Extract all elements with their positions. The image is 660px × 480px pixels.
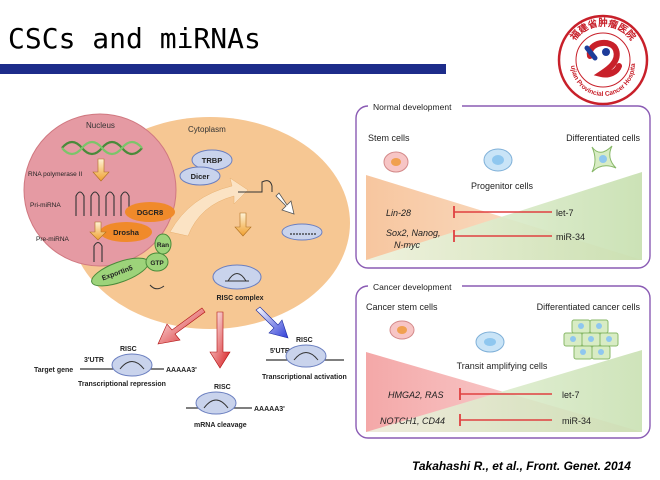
strand-degradation-arrow — [275, 192, 295, 215]
transcriptional-activation-label: Transcriptional activation — [262, 374, 347, 381]
cancer-stem-cells-label: Cancer stem cells — [366, 302, 438, 312]
transcriptional-repression-label: Transcriptional repression — [78, 381, 166, 388]
dicer-label: Dicer — [191, 172, 210, 181]
cancer-transit-cells-label: Transit amplifying cells — [457, 361, 548, 371]
differentiated-cancer-cells-cluster — [563, 319, 619, 360]
cancer-gene1-label: HMGA2, RAS — [388, 390, 444, 400]
cancer-gene2-label: NOTCH1, CD44 — [380, 416, 445, 426]
repression-risc-label: RISC — [120, 346, 137, 353]
normal-gene1-label: Lin-28 — [386, 208, 411, 218]
normal-gene2a-label: Sox2, Nanog, — [386, 228, 441, 238]
activation-risc-label: RISC — [296, 337, 313, 344]
citation: Takahashi R., et al., Front. Genet. 2014 — [412, 459, 631, 473]
cleavage-polya-label: AAAAA3' — [254, 406, 285, 413]
ran-label: Ran — [157, 242, 169, 249]
normal-mir2-label: miR-34 — [556, 232, 585, 242]
drosha-protein — [100, 222, 152, 242]
normal-gene2b-label: N-myc — [394, 240, 420, 250]
repression-outcome: RISC 3'UTR Target gene AAAAA3' Transcrip… — [34, 346, 197, 388]
normal-differentiated-cells-label: Differentiated cells — [566, 133, 640, 143]
utr5-label: 5'UTR — [270, 348, 290, 355]
loading-arrow — [234, 212, 252, 237]
drosha-label: Drosha — [113, 228, 140, 237]
nucleus-label: Nucleus — [86, 121, 115, 130]
dicer-protein — [179, 166, 221, 186]
exported-pre-mirna — [149, 284, 165, 290]
export-curved-arrow — [169, 177, 249, 237]
gtp-molecule — [145, 252, 169, 272]
transcription-arrow — [92, 158, 110, 182]
ran-protein — [154, 233, 172, 255]
title-underline-bar — [0, 64, 446, 74]
utr3-label: 3'UTR — [84, 357, 104, 364]
processing-arrow — [89, 221, 107, 241]
repression-arrow — [157, 307, 206, 345]
normal-stem-cells-label: Stem cells — [368, 133, 410, 143]
risc-complex — [212, 264, 262, 290]
normal-progenitor-cells-label: Progenitor cells — [471, 181, 534, 191]
pre-mirna-label: Pre-miRNA — [36, 236, 70, 243]
cancer-mir1-label: let-7 — [562, 390, 580, 400]
passenger-strand-complex — [281, 223, 323, 241]
dna-helix — [61, 140, 143, 156]
normal-mir1-label: let-7 — [556, 208, 574, 218]
cancer-mir2-label: miR-34 — [562, 416, 591, 426]
repression-polya-label: AAAAA3' — [166, 367, 197, 374]
cleaved-duplex — [238, 180, 273, 193]
risc-complex-label: RISC complex — [216, 295, 263, 302]
cytoplasm-label: Cytoplasm — [188, 125, 226, 134]
hospital-logo: 福建省肿瘤医院 Fujian Provincial Cancer Hospita… — [557, 14, 649, 106]
dgcr8-protein — [125, 202, 175, 222]
gtp-label: GTP — [150, 260, 164, 267]
cleavage-arrow — [209, 311, 231, 369]
activation-arrow — [255, 306, 289, 339]
cancer-differentiated-cells-label: Differentiated cancer cells — [537, 302, 641, 312]
normal-differentiation-wedge — [366, 172, 642, 260]
cleavage-risc-label: RISC — [214, 384, 231, 391]
trbp-label: TRBP — [202, 156, 222, 165]
cancer-development-panel: Cancer development Cancer stem cells Dif… — [355, 280, 651, 439]
cleavage-outcome: RISC AAAAA3' mRNA cleavage — [186, 384, 285, 429]
cancer-differentiation-wedge — [366, 350, 642, 432]
pri-mirna-hairpins — [75, 191, 130, 216]
pre-mirna-hairpin — [93, 241, 103, 262]
activation-outcome: RISC 5'UTR Transcriptional activation — [262, 337, 347, 381]
slide-title: CSCs and miRNAs — [8, 22, 261, 55]
normal-development-panel: Normal development Stem cells Differenti… — [355, 100, 651, 269]
dgcr8-label: DGCR8 — [137, 208, 163, 217]
normal-development-header: Normal development — [373, 102, 452, 112]
mrna-cleavage-label: mRNA cleavage — [194, 422, 247, 429]
pri-mirna-label: Pri-miRNA — [30, 202, 61, 209]
target-gene-label: Target gene — [34, 367, 73, 374]
cancer-development-header: Cancer development — [373, 282, 452, 292]
rna-polymerase-label: RNA polymerase II — [28, 171, 82, 178]
